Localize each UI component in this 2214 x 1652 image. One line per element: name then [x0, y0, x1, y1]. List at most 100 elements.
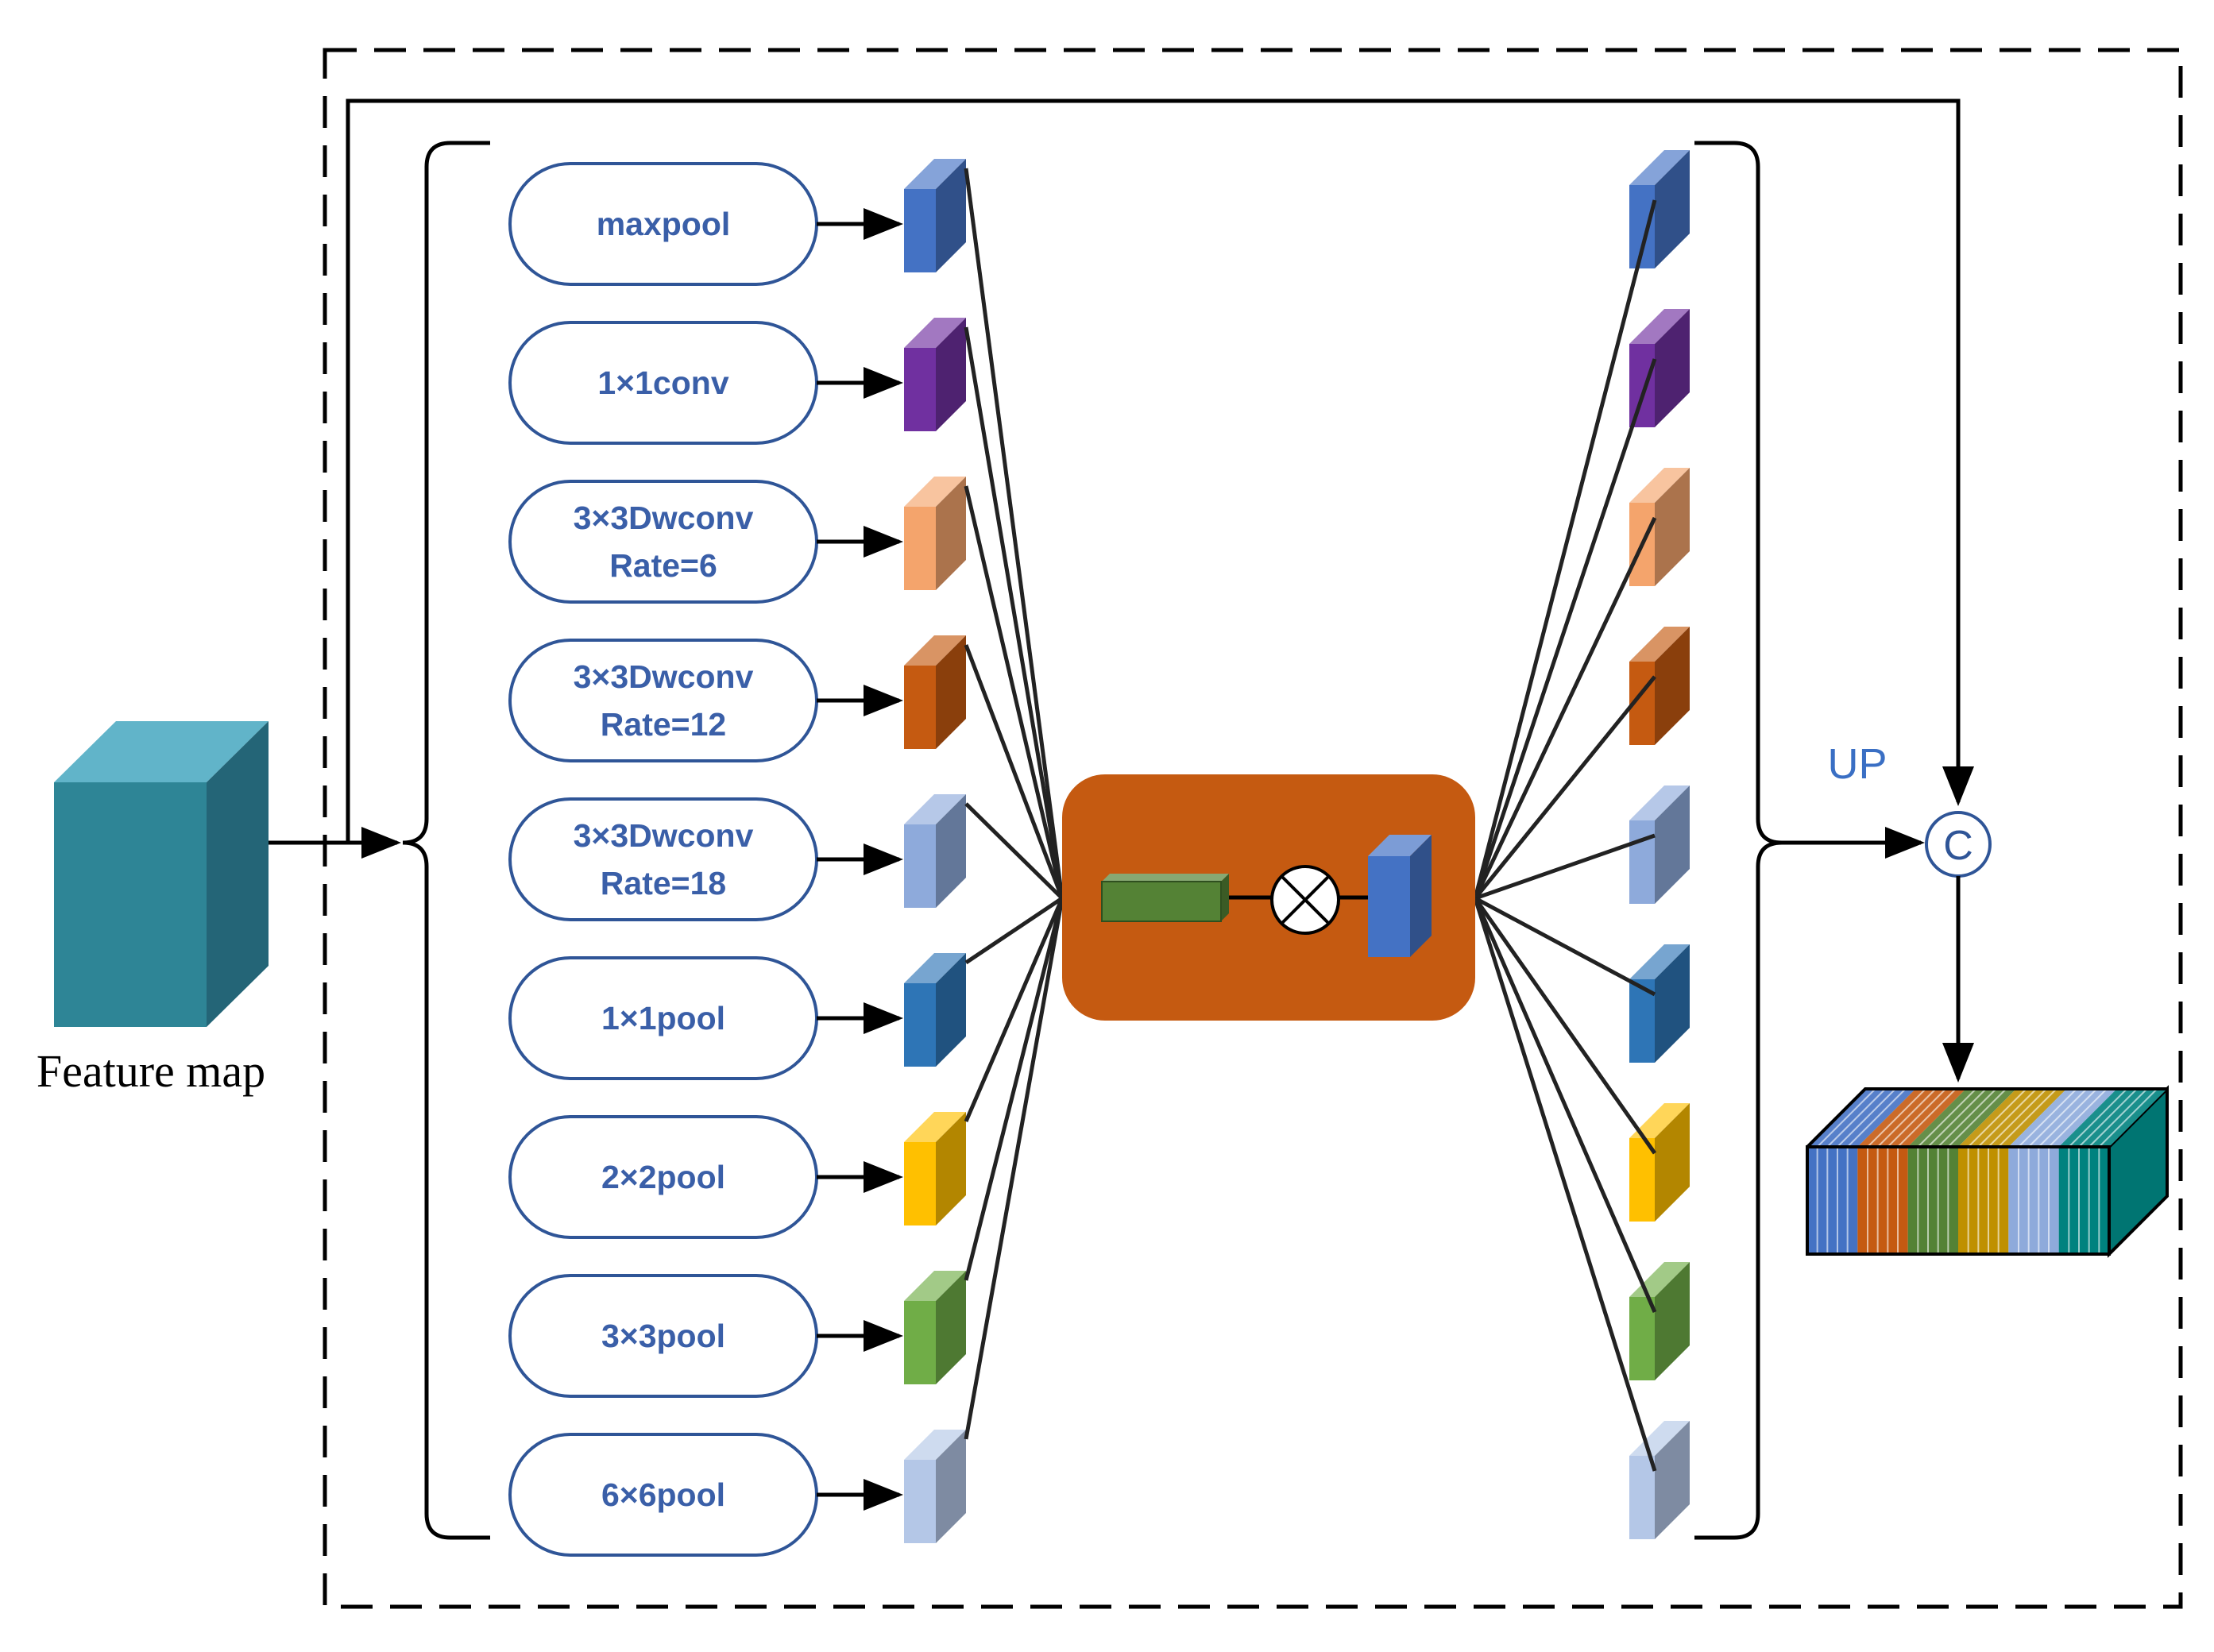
output-feature-cube	[1629, 309, 1690, 427]
output-feature-cube-side	[1655, 1103, 1690, 1222]
output-feature-cube	[1629, 627, 1690, 745]
branch-feature-cube-side	[936, 159, 966, 272]
output-feature-cube-top	[1629, 1103, 1690, 1138]
fan-lines	[964, 168, 1657, 1472]
branch-feature-cube-side	[936, 953, 966, 1067]
fan-out-line	[1474, 896, 1656, 997]
output-feature-cube-top	[1629, 468, 1690, 503]
shortcut-line	[346, 98, 1974, 843]
fan-out-line	[1473, 358, 1657, 899]
output-feature-cube-side	[1655, 785, 1690, 904]
output-slice-2	[1907, 1088, 2016, 1254]
output-slice-divider	[1967, 1088, 2027, 1148]
branch-feature-cube	[904, 477, 966, 590]
branch-feature-cube-side	[936, 477, 966, 590]
output-feature-cube-top	[1629, 627, 1690, 662]
output-slice-divider	[2078, 1088, 2138, 1148]
output-feature-cube-front	[1629, 1297, 1655, 1380]
branch-label: 3×3pool	[601, 1318, 725, 1354]
branch-feature-cube	[904, 953, 966, 1067]
output-feature-cube-side	[1655, 627, 1690, 745]
output-slice-top	[2008, 1089, 2117, 1147]
branch-feature-cube	[904, 318, 966, 431]
concat-symbol: C	[1943, 823, 1973, 869]
output-feature-cube-top	[1629, 1421, 1690, 1456]
output-feature-cube-top	[1629, 785, 1690, 820]
output-feature-cube	[1629, 468, 1690, 586]
branch-feature-cube-front	[904, 666, 936, 749]
branch-feature-cube-front	[904, 1142, 936, 1225]
output-slice-divider	[1867, 1088, 1926, 1148]
branch-feature-cube-front	[904, 983, 936, 1067]
branch-feature-cube-side	[936, 1271, 966, 1384]
output-feature-cube-top	[1629, 944, 1690, 979]
output-feature-cube	[1629, 944, 1690, 1063]
branch-feature-cube-top	[904, 1112, 966, 1142]
output-slice-divider	[1997, 1088, 2058, 1148]
output-slice-top	[1857, 1089, 1966, 1147]
feature-map-cube-top	[54, 721, 269, 782]
feature-map-cube-front	[54, 782, 207, 1027]
output-feature-cube-side	[1655, 1421, 1690, 1539]
output-feature-cube-top	[1629, 150, 1690, 185]
fan-in-line	[964, 326, 1064, 899]
output-slice-divider	[1977, 1088, 2038, 1148]
output-slice-divider	[2068, 1088, 2128, 1148]
output-slice-top	[1958, 1089, 2067, 1147]
feature-map-cube-side	[207, 721, 269, 1027]
branch-feature-cube-front	[904, 1301, 936, 1384]
branch-6: 2×2pool	[508, 1103, 1690, 1239]
fan-out-line	[1473, 897, 1657, 1155]
output-feature-cube-front	[1629, 344, 1655, 427]
attention-block	[1062, 774, 1475, 1021]
branch-feature-cube-top	[904, 1271, 966, 1301]
attention-cube	[1368, 856, 1410, 957]
output-feature-cube-side	[1655, 468, 1690, 586]
fan-in-line	[964, 897, 1064, 1122]
output-slice-5	[2058, 1088, 2167, 1254]
output-slice-divider	[1876, 1088, 1937, 1148]
fan-in-line	[964, 897, 1064, 1440]
branch-feature-cube-top	[904, 477, 966, 507]
output-feature-cube-side	[1655, 1262, 1690, 1380]
branch-feature-cube-top	[904, 159, 966, 189]
output-slice-divider	[2088, 1088, 2148, 1148]
output-feature-cube	[1629, 150, 1690, 268]
branch-feature-cube-top	[904, 953, 966, 983]
branch-feature-cube-top	[904, 635, 966, 666]
output-slice-top	[1907, 1089, 2016, 1147]
output-slice-front	[2008, 1147, 2059, 1254]
output-feature-cube-front	[1629, 1456, 1655, 1539]
fan-in-line	[964, 485, 1064, 899]
output-slice-front	[1857, 1147, 1908, 1254]
fan-in-line	[964, 896, 1064, 965]
branch-label: 1×1pool	[601, 1000, 725, 1036]
branch-feature-cube-top	[904, 318, 966, 348]
branch-group: maxpool1×1conv3×3DwconvRate=63×3DwconvRa…	[508, 150, 1690, 1557]
branch-label: 1×1conv	[597, 365, 728, 401]
branch-feature-cube-side	[936, 318, 966, 431]
branch-label: maxpool	[597, 206, 731, 242]
fan-in-line	[964, 802, 1064, 900]
branch-feature-cube	[904, 1271, 966, 1384]
branch-label: 6×6pool	[601, 1476, 725, 1513]
fan-out-line	[1473, 897, 1657, 1472]
branch-label: Rate=12	[601, 706, 726, 743]
right-brace	[1694, 141, 1783, 1540]
output-slice-top	[1807, 1089, 1916, 1147]
fan-out-line	[1473, 199, 1657, 899]
output-slice-0	[1807, 1088, 1916, 1254]
feature-map-label: Feature map	[37, 1045, 265, 1097]
output-slice-1	[1857, 1088, 1966, 1254]
output-slice-divider	[2018, 1088, 2077, 1148]
branch-feature-cube	[904, 1112, 966, 1225]
branch-0: maxpool	[508, 150, 1690, 286]
fan-out-line	[1473, 897, 1657, 1313]
output-slice-divider	[2027, 1088, 2088, 1148]
branch-7: 3×3pool	[508, 1262, 1690, 1398]
branch-feature-cube-front	[904, 189, 936, 272]
output-slice-3	[1958, 1088, 2067, 1254]
branch-feature-cube-side	[936, 635, 966, 749]
